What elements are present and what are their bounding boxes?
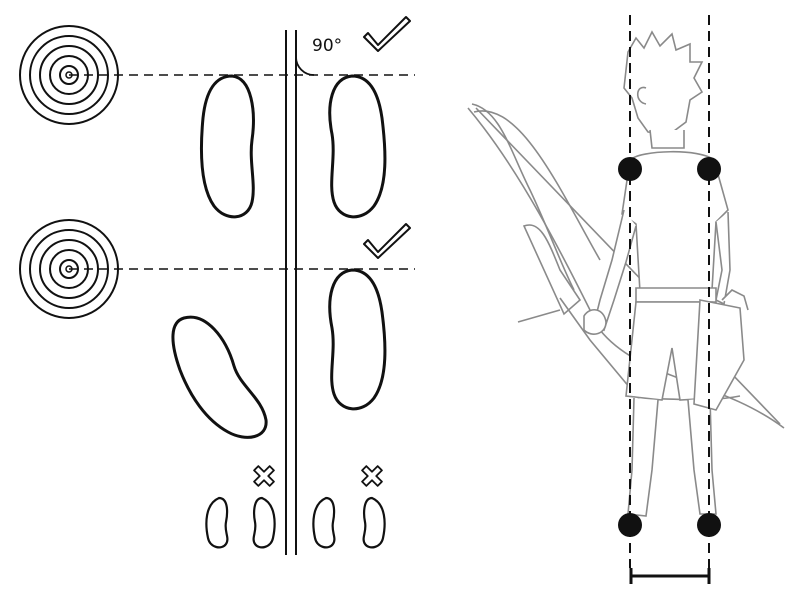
foot-marker <box>697 513 721 537</box>
angle-arc <box>295 56 315 76</box>
stance-width-indicator <box>629 568 711 584</box>
bow-sketch <box>467 103 785 429</box>
archer-alignment-panel <box>467 15 785 584</box>
foot-placement-panel: 90° <box>19 16 415 555</box>
small-foot <box>362 496 386 549</box>
small-foot <box>252 496 276 549</box>
angle-label: 90° <box>312 36 342 56</box>
left-foot <box>171 315 268 439</box>
check-icon <box>363 223 411 259</box>
archer-figure <box>583 30 749 517</box>
small-foot <box>312 496 336 549</box>
shooting-line <box>285 30 297 555</box>
right-foot <box>328 74 387 219</box>
foot-marker <box>618 513 642 537</box>
right-foot <box>328 268 387 411</box>
cross-icon <box>253 465 275 487</box>
left-foot <box>199 74 255 219</box>
shoulder-marker <box>697 157 721 181</box>
small-foot <box>205 496 229 549</box>
cross-icon <box>361 465 383 487</box>
shoulder-marker <box>618 157 642 181</box>
check-icon <box>363 16 411 52</box>
